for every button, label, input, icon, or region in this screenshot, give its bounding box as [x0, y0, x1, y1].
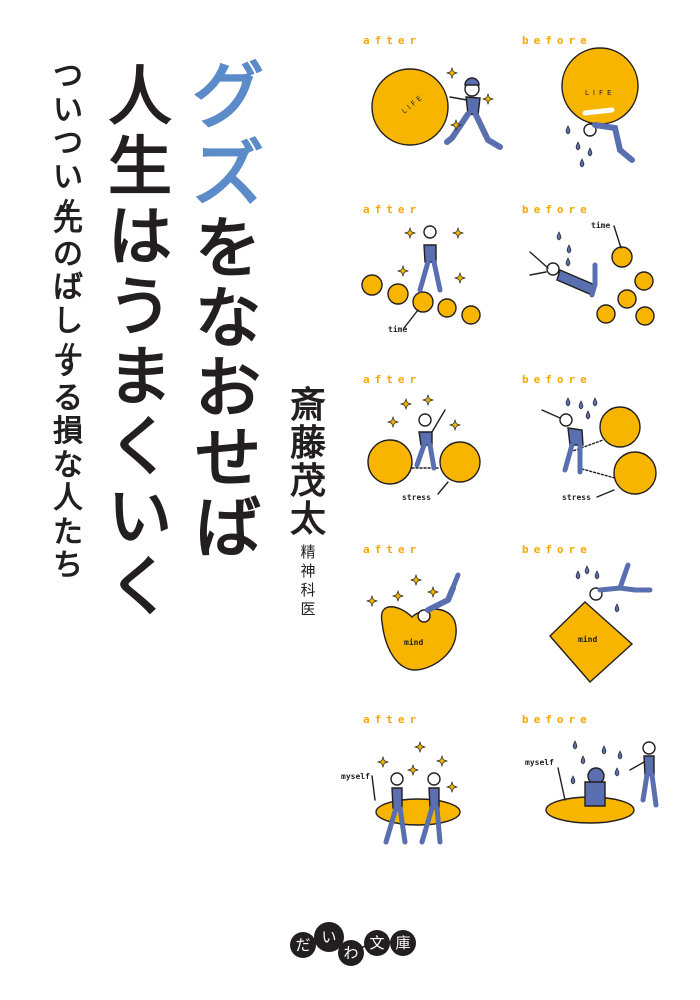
title-char: 生 [108, 131, 172, 205]
subtitle-char: る [53, 380, 83, 416]
author-role: 精 神 科 医 [296, 545, 320, 621]
subtitle-char: 人 [53, 481, 83, 516]
svg-text:LIFE: LIFE [585, 89, 615, 97]
title-char: う [108, 271, 172, 345]
subtitle-char: 損 [53, 414, 83, 449]
subtitle-char: ち [53, 548, 83, 583]
author-name: 斎 藤 茂 太 [286, 388, 330, 540]
logo-char: 庫 [390, 930, 416, 956]
subtitle-char: し [53, 303, 83, 339]
author-char: 斎 [289, 385, 326, 426]
subtitle: つ い つ い 〃 先 の ば し 〃 す る 損 な 人 た ち [50, 62, 86, 585]
mind-after-illustration: mind [366, 572, 461, 671]
logo-char: 文 [364, 930, 390, 956]
subtitle-char: た [53, 514, 83, 550]
logo-char: だ [290, 932, 316, 958]
svg-text:stress: stress [562, 493, 591, 502]
role-char: 精 [300, 543, 316, 561]
subtitle-char: の [53, 236, 83, 272]
title-char: せ [195, 420, 261, 497]
title-char: く [108, 411, 172, 485]
svg-text:myself: myself [341, 772, 370, 781]
author-char: 太 [289, 499, 326, 540]
subtitle-char: つ [53, 126, 83, 161]
title-char: 人 [108, 61, 172, 135]
title-char: く [108, 551, 172, 625]
subtitle-char: つ [53, 59, 83, 94]
title-char: ま [108, 341, 172, 415]
title-char: い [108, 481, 172, 555]
svg-text:time: time [591, 220, 610, 230]
time-balls-before-illustration: time [529, 220, 655, 326]
author-char: 藤 [289, 423, 326, 464]
title-line-2: 人 生 は う ま く い く [100, 66, 180, 626]
svg-text:stress: stress [402, 493, 431, 502]
title-char: を [195, 210, 261, 287]
role-char: 神 [300, 562, 316, 580]
after-label: after [363, 34, 422, 47]
myself-after-illustration: myself [341, 741, 461, 845]
logo-char: わ [338, 940, 364, 966]
svg-text:time: time [388, 324, 407, 334]
title-char: お [195, 350, 261, 427]
after-label: after [363, 713, 422, 726]
role-char: 科 [300, 581, 316, 599]
before-label: before [522, 713, 592, 726]
subtitle-char: ば [53, 270, 83, 305]
myself-before-illustration: myself [525, 740, 659, 824]
time-balls-after-illustration: time [361, 225, 481, 334]
subtitle-char: な [53, 447, 83, 483]
before-label: before [522, 373, 592, 386]
svg-text:mind: mind [404, 637, 423, 647]
svg-text:myself: myself [525, 758, 554, 767]
stress-after-illustration: stress [367, 394, 481, 502]
after-label: after [363, 203, 422, 216]
title-accent-char: ズ [191, 132, 264, 216]
subtitle-char: い [53, 159, 83, 195]
life-ball-after-illustration: LIFE [371, 67, 503, 150]
title-char: な [195, 280, 261, 357]
before-label: before [522, 203, 592, 216]
title-accent-char: グ [191, 54, 264, 138]
title-line-1: グ ズ を な お せ ば [188, 60, 268, 566]
subtitle-char: す [53, 347, 83, 382]
publisher-logo: だ い わ 文 庫 [288, 922, 418, 967]
title-char: は [108, 201, 172, 275]
role-char: 医 [300, 600, 316, 618]
stress-before-illustration: stress [541, 397, 657, 502]
after-label: after [363, 373, 422, 386]
subtitle-char: い [53, 92, 83, 128]
after-label: after [363, 543, 422, 556]
author-char: 茂 [289, 461, 326, 502]
svg-text:mind: mind [578, 634, 597, 644]
before-label: before [522, 34, 592, 47]
before-label: before [522, 543, 592, 556]
title-char: ば [195, 490, 261, 567]
mind-before-illustration: mind [549, 562, 653, 683]
subtitle-char: 先 [53, 203, 83, 238]
life-ball-before-illustration: LIFE [561, 47, 639, 168]
